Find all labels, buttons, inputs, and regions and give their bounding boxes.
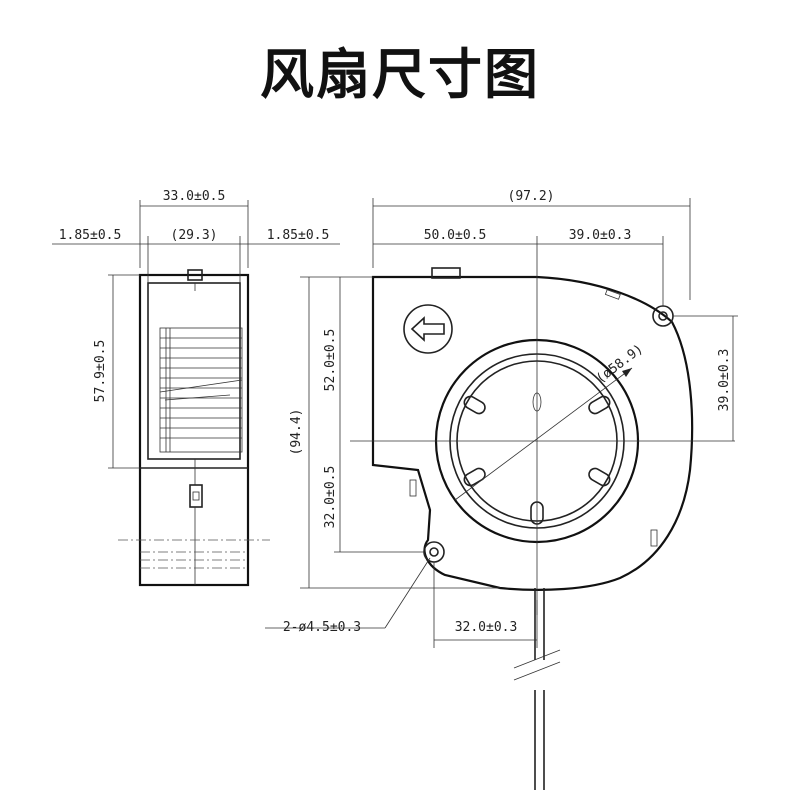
dim-height-top: 52.0±0.5 xyxy=(323,329,338,392)
front-view: (ø58.9) (97.2) 50.0±0.5 39.0±0.3 (94.4) … xyxy=(265,189,738,790)
dim-side-height: 57.9±0.5 xyxy=(93,340,108,403)
front-view-housing xyxy=(371,275,694,591)
dim-hole-spacing: 32.0±0.3 xyxy=(455,620,518,635)
dim-total-height: (94.4) xyxy=(289,409,304,456)
dim-total-width: (97.2) xyxy=(508,189,555,204)
side-view-impeller xyxy=(159,327,243,453)
mount-hole-left xyxy=(429,547,439,557)
dim-right-height: 39.0±0.3 xyxy=(717,349,732,412)
dim-width-left: 50.0±0.5 xyxy=(424,228,487,243)
power-cable xyxy=(513,588,561,790)
page-title: 风扇尺寸图 xyxy=(260,43,540,106)
dim-side-right-margin: 1.85±0.5 xyxy=(267,228,330,243)
dim-side-inner: (29.3) xyxy=(171,228,218,243)
dim-side-left-margin: 1.85±0.5 xyxy=(59,228,122,243)
dim-width-right: 39.0±0.3 xyxy=(569,228,632,243)
dim-height-bottom: 32.0±0.5 xyxy=(323,466,338,529)
side-view: 33.0±0.5 1.85±0.5 (29.3) 1.85±0.5 57.9±0… xyxy=(52,189,340,587)
side-view-body xyxy=(138,273,250,587)
dim-hole-spec: 2-ø4.5±0.3 xyxy=(283,620,361,635)
side-view-connector xyxy=(189,484,203,508)
dim-side-width: 33.0±0.5 xyxy=(163,189,226,204)
mount-hole-right xyxy=(658,311,668,321)
airflow-arrow-icon xyxy=(403,304,453,354)
side-view-inner-frame xyxy=(147,282,241,460)
